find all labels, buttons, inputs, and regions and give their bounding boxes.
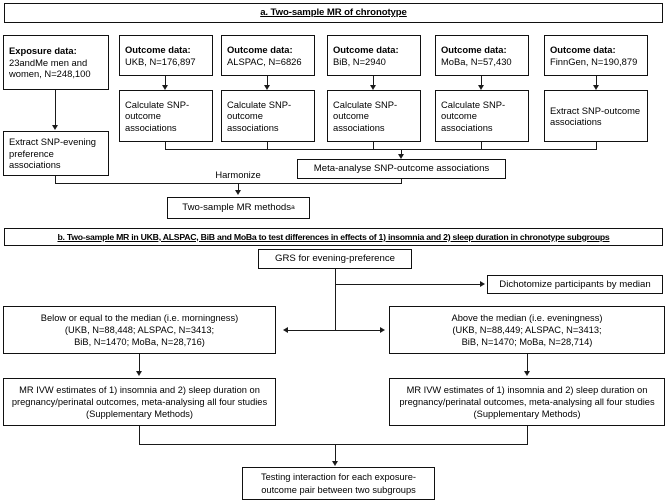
connector-bib-down [373, 76, 375, 86]
subgroup-split-left-line [288, 330, 336, 332]
collector-stub-bib [373, 142, 375, 149]
harmonize-stub-left [55, 176, 57, 184]
ivw-left-stub [139, 426, 141, 445]
mr-methods-label: Two-sample MR methods [182, 202, 292, 214]
dichotomize-box: Dichotomize participants by median [487, 275, 663, 294]
ivw-right-label: MR IVW estimates of 1) insomnia and 2) s… [399, 384, 655, 420]
calculate-snp-outcome-box-ukb: Calculate SNP-outcome associations [119, 90, 213, 142]
mr-methods-footnote: a [291, 204, 295, 212]
subgroup-box-below-median: Below or equal to the median (i.e. morni… [3, 306, 276, 354]
ivw-join-to-interaction [335, 444, 337, 462]
outcome-data-detail: ALSPAC, N=6826 [227, 55, 302, 67]
panel-b-title-box: b. Two-sample MR in UKB, ALSPAC, BiB and… [4, 228, 663, 246]
harmonize-to-mr [238, 183, 240, 191]
collector-stub-alspac [267, 142, 269, 149]
meta-analyse-label: Meta-analyse SNP-outcome associations [313, 163, 490, 175]
arrowhead-dichotomize [480, 281, 485, 287]
step-label: Extract SNP-outcome associations [550, 104, 641, 127]
outcome-data-box-finngen: Outcome data: FinnGen, N=190,879 [544, 35, 648, 76]
exposure-data-header: Exposure data: [9, 45, 77, 57]
arrowhead-left-ivw [136, 371, 142, 376]
meta-analyse-box: Meta-analyse SNP-outcome associations [297, 159, 506, 179]
arrowhead-ukb-down [162, 85, 168, 90]
grs-box: GRS for evening-preference [258, 249, 412, 269]
arrowhead-right-ivw [524, 371, 530, 376]
outcome-data-detail: MoBa, N=57,430 [441, 55, 512, 67]
harmonize-label: Harmonize [215, 169, 261, 180]
panel-a-title: a. Two-sample MR of chronotype [260, 7, 407, 19]
connector-alspac-down [267, 76, 269, 86]
calculate-snp-outcome-box-moba: Calculate SNP-outcome associations [435, 90, 529, 142]
arrowhead-subgroup-right [380, 327, 385, 333]
subgroup-box-above-median: Above the median (i.e. eveningness) (UKB… [389, 306, 665, 354]
collector-stub-moba [481, 142, 483, 149]
interaction-test-box: Testing interaction for each exposure-ou… [242, 467, 435, 500]
step-label: Calculate SNP-outcome associations [441, 98, 506, 133]
outcome-data-header: Outcome data: [333, 44, 399, 56]
panel-a-title-box: a. Two-sample MR of chronotype [4, 3, 663, 23]
arrowhead-subgroup-left [283, 327, 288, 333]
collector-stub-finngen [596, 142, 598, 149]
step-label: Calculate SNP-outcome associations [333, 98, 398, 133]
connector-right-subgroup-down [527, 354, 529, 372]
outcome-data-header: Outcome data: [227, 44, 293, 56]
step-label: Calculate SNP-outcome associations [125, 98, 190, 133]
calculate-snp-outcome-box-bib: Calculate SNP-outcome associations [327, 90, 421, 142]
arrowhead-moba-down [478, 85, 484, 90]
outcome-data-header: Outcome data: [550, 44, 616, 56]
step-label: Calculate SNP-outcome associations [227, 98, 292, 133]
subgroup-left-label: Below or equal to the median (i.e. morni… [40, 312, 239, 348]
outcome-data-box-moba: Outcome data: MoBa, N=57,430 [435, 35, 529, 76]
collector-stub-ukb [165, 142, 167, 149]
outcome-data-detail: UKB, N=176,897 [125, 55, 196, 67]
outcome-data-header: Outcome data: [441, 44, 507, 56]
outcome-data-box-ukb: Outcome data: UKB, N=176,897 [119, 35, 213, 76]
ivw-join-bus [139, 444, 528, 446]
arrowhead-bib-down [370, 85, 376, 90]
connector-finngen-down [596, 76, 598, 86]
connector-exposure-down [55, 90, 57, 126]
extract-snp-evening-box: Extract SNP-evening preference associati… [3, 131, 109, 176]
arrowhead-exposure-down [52, 125, 58, 130]
outcome-data-detail: BiB, N=2940 [333, 55, 386, 67]
collector-bus [165, 148, 597, 150]
arrowhead-interaction [332, 461, 338, 466]
ivw-box-right: MR IVW estimates of 1) insomnia and 2) s… [389, 378, 665, 426]
arrowhead-finngen-down [593, 85, 599, 90]
exposure-data-detail: 23andMe men and women, N=248,100 [9, 56, 91, 80]
connector-moba-down [481, 76, 483, 86]
collector-to-meta [401, 148, 403, 156]
ivw-right-stub [527, 426, 529, 445]
outcome-data-header: Outcome data: [125, 44, 191, 56]
panel-b-title: b. Two-sample MR in UKB, ALSPAC, BiB and… [57, 231, 610, 242]
harmonize-bus [55, 183, 402, 185]
arrowhead-mr-methods [235, 190, 241, 195]
ivw-box-left: MR IVW estimates of 1) insomnia and 2) s… [3, 378, 276, 426]
dichotomize-label: Dichotomize participants by median [499, 278, 651, 290]
subgroup-right-label: Above the median (i.e. eveningness) (UKB… [451, 312, 603, 348]
step-label: Extract SNP-evening preference associati… [9, 136, 97, 171]
grs-trunk [335, 269, 337, 331]
calculate-snp-outcome-box-alspac: Calculate SNP-outcome associations [221, 90, 315, 142]
outcome-data-detail: FinnGen, N=190,879 [550, 55, 638, 67]
harmonize-stub-right [401, 179, 403, 184]
arrowhead-alspac-down [264, 85, 270, 90]
interaction-label: Testing interaction for each exposure-ou… [260, 472, 417, 495]
arrowhead-meta-analyse [398, 154, 404, 159]
extract-snp-outcome-box-finngen: Extract SNP-outcome associations [544, 90, 648, 142]
outcome-data-box-bib: Outcome data: BiB, N=2940 [327, 35, 421, 76]
connector-left-subgroup-down [139, 354, 141, 372]
subgroup-split-right-line [335, 330, 381, 332]
grs-label: GRS for evening-preference [275, 253, 395, 265]
ivw-left-label: MR IVW estimates of 1) insomnia and 2) s… [11, 384, 268, 420]
exposure-data-box: Exposure data: 23andMe men and women, N=… [3, 35, 109, 90]
grs-to-dichotomize-line [335, 284, 481, 286]
connector-ukb-down [165, 76, 167, 86]
outcome-data-box-alspac: Outcome data: ALSPAC, N=6826 [221, 35, 315, 76]
